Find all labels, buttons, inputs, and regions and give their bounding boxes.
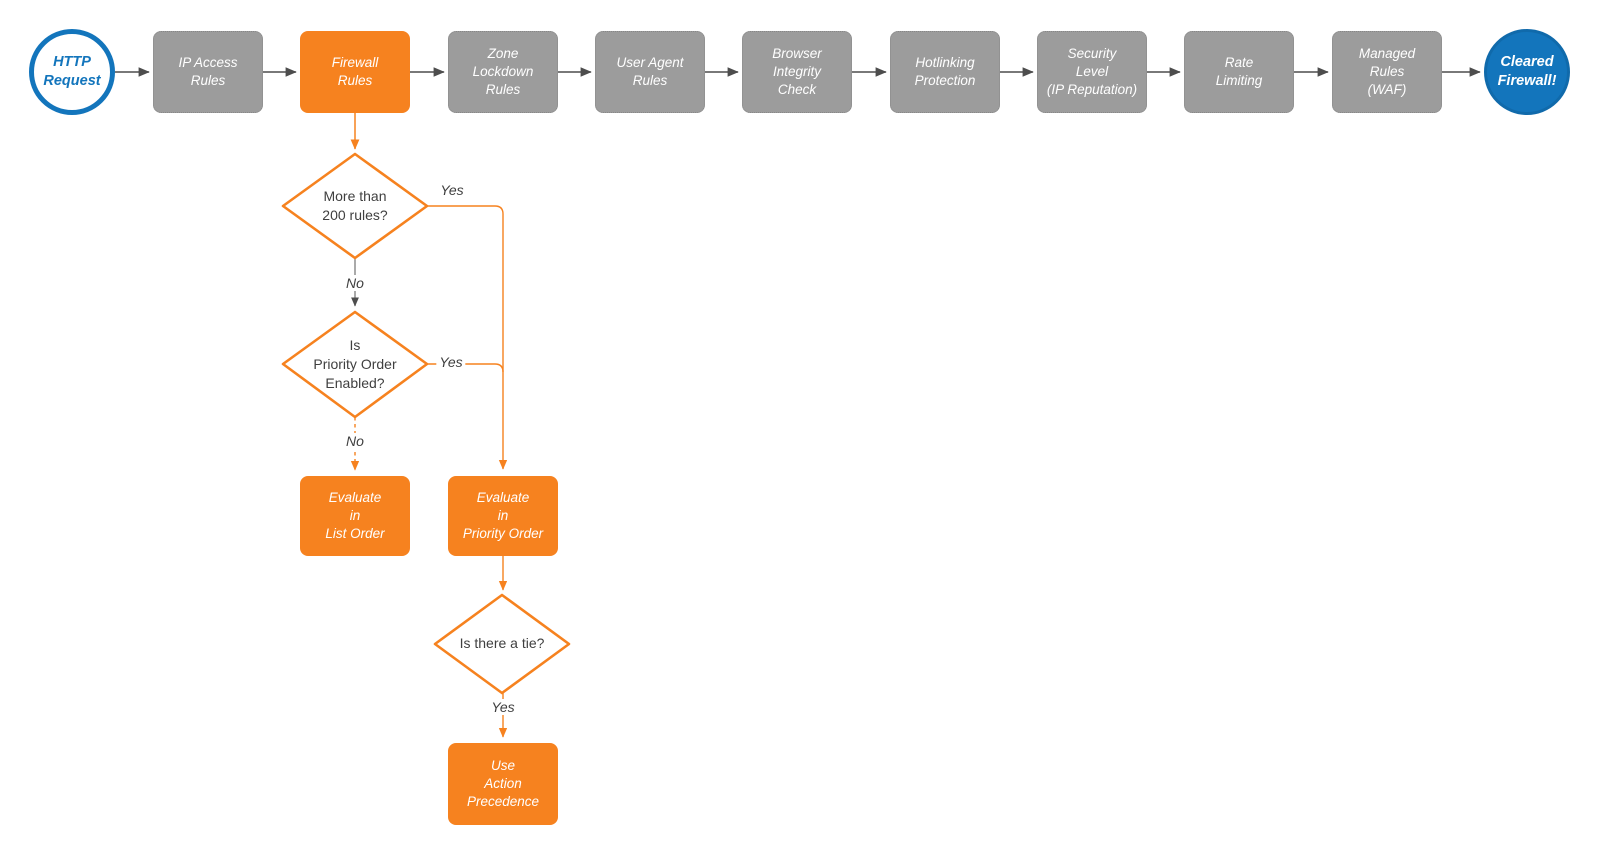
stage-label: Rate Limiting xyxy=(1215,55,1263,88)
stage-rate-limiting: Rate Limiting xyxy=(1184,31,1294,113)
arrow-decision1-yes-to-priority-order xyxy=(427,205,508,470)
start-node-http-request: HTTP Request xyxy=(29,29,115,115)
end-node-label: Cleared Firewall! xyxy=(1497,54,1557,89)
action-label: Evaluate in Priority Order xyxy=(462,490,544,541)
edge-label-decision3-yes: Yes xyxy=(488,699,518,715)
action-evaluate-list-order: Evaluate in List Order xyxy=(300,476,410,556)
stage-label: Browser Integrity Check xyxy=(772,46,822,97)
stage-label: Security Level (IP Reputation) xyxy=(1046,46,1138,97)
edge-label-decision2-yes: Yes xyxy=(436,354,466,370)
stage-hotlinking-protection: Hotlinking Protection xyxy=(890,31,1000,113)
start-node-label: HTTP Request xyxy=(43,54,101,89)
decision-label-priority-order-enabled: Is Priority Order Enabled? xyxy=(313,336,397,392)
stage-label: Hotlinking Protection xyxy=(914,55,976,88)
action-label: Evaluate in List Order xyxy=(325,490,385,541)
stage-user-agent-rules: User Agent Rules xyxy=(595,31,705,113)
action-label: Use Action Precedence xyxy=(466,758,540,809)
stage-browser-integrity-check: Browser Integrity Check xyxy=(742,31,852,113)
stage-ip-access-rules: IP Access Rules xyxy=(153,31,263,113)
decision-label-is-there-a-tie: Is there a tie? xyxy=(459,635,545,652)
end-node-cleared-firewall: Cleared Firewall! xyxy=(1484,29,1570,115)
decision-label-more-than-200-rules: More than 200 rules? xyxy=(322,187,388,223)
stage-label: Firewall Rules xyxy=(331,55,379,88)
stage-label: Zone Lockdown Rules xyxy=(472,46,534,97)
action-use-action-precedence: Use Action Precedence xyxy=(448,743,558,825)
action-evaluate-priority-order: Evaluate in Priority Order xyxy=(448,476,558,556)
stage-security-level: Security Level (IP Reputation) xyxy=(1037,31,1147,113)
stage-label: IP Access Rules xyxy=(178,55,238,88)
stage-label: Managed Rules (WAF) xyxy=(1358,46,1416,97)
edge-label-decision2-no: No xyxy=(343,433,367,449)
edge-label-decision1-yes: Yes xyxy=(437,182,467,198)
stage-firewall-rules: Firewall Rules xyxy=(300,31,410,113)
stage-label: User Agent Rules xyxy=(616,55,684,88)
edge-label-decision1-no: No xyxy=(343,275,367,291)
stage-zone-lockdown-rules: Zone Lockdown Rules xyxy=(448,31,558,113)
stage-managed-rules-waf: Managed Rules (WAF) xyxy=(1332,31,1442,113)
